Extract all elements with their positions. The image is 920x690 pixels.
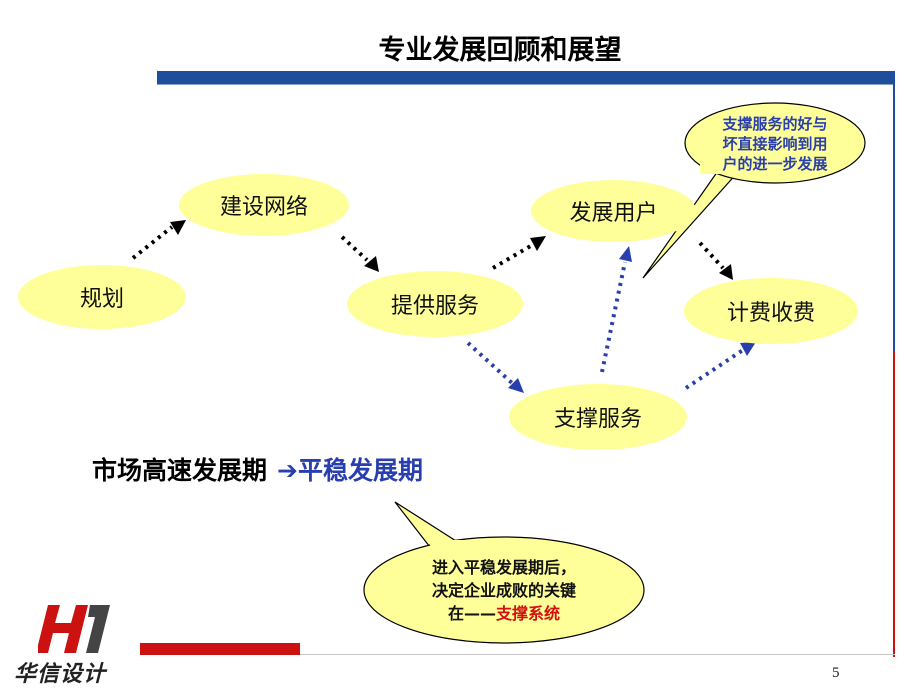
arrow-plan-to-build xyxy=(131,220,186,260)
phase-arrow-icon: ➔ xyxy=(277,456,298,485)
page-number: 5 xyxy=(832,665,840,681)
key-callout-shape xyxy=(363,501,645,644)
phase-to: 平稳发展期 xyxy=(297,456,423,485)
node-plan: 规划 xyxy=(18,265,186,329)
node-provide-service: 提供服务 xyxy=(347,271,523,337)
arrow-support-to-develop xyxy=(600,246,632,373)
node-support-service: 支撑服务 xyxy=(509,384,687,450)
node-develop-users: 发展用户 xyxy=(531,180,696,242)
header-bar xyxy=(157,71,895,84)
node-build-network: 建设网络 xyxy=(179,174,349,236)
phase-transition: 市场高速发展期 ➔平稳发展期 xyxy=(92,451,423,487)
company-logo-text: 华信设计 xyxy=(14,662,107,687)
node-plan-label: 规划 xyxy=(79,287,124,312)
key-callout-line3-prefix: 在—— xyxy=(447,604,496,623)
support-callout-text: 支撑服务的好与 坏直接影响到用 户的进一步发展 xyxy=(695,114,855,174)
arrow-build-to-provide xyxy=(340,235,379,272)
node-develop-users-label: 发展用户 xyxy=(569,201,658,226)
support-callout-shape xyxy=(642,102,866,279)
arrow-provide-to-support xyxy=(466,341,524,393)
key-callout-line2: 决定企业成败的关键 xyxy=(431,581,576,600)
phase-from: 市场高速发展期 xyxy=(92,456,268,485)
support-callout-line3: 户的进一步发展 xyxy=(722,155,828,173)
node-billing-label: 计费收费 xyxy=(726,301,815,326)
node-support-service-label: 支撑服务 xyxy=(553,407,642,432)
footer-line xyxy=(300,654,895,655)
page-title: 专业发展回顾和展望 xyxy=(378,35,622,66)
company-logo-icon xyxy=(38,605,110,653)
footer-bar-red xyxy=(140,643,300,655)
arrow-provide-to-develop xyxy=(491,236,546,270)
arrow-develop-to-billing xyxy=(698,241,733,280)
support-callout-line2: 坏直接影响到用 xyxy=(722,135,828,153)
right-border-blue xyxy=(893,71,895,351)
key-callout-text: 进入平稳发展期后， 决定企业成败的关键 在——支撑系统 xyxy=(394,556,614,625)
node-build-network-label: 建设网络 xyxy=(219,195,308,220)
node-provide-service-label: 提供服务 xyxy=(390,294,479,319)
arrow-support-to-billing xyxy=(684,342,756,390)
support-callout-line1: 支撑服务的好与 xyxy=(722,115,828,133)
node-billing: 计费收费 xyxy=(684,278,858,344)
right-border-red xyxy=(893,351,895,657)
key-callout-line1: 进入平稳发展期后， xyxy=(431,558,576,577)
header-bar-underline xyxy=(157,84,895,85)
key-callout-highlight: 支撑系统 xyxy=(496,604,561,623)
key-callout-line3: 在——支撑系统 xyxy=(394,602,614,625)
